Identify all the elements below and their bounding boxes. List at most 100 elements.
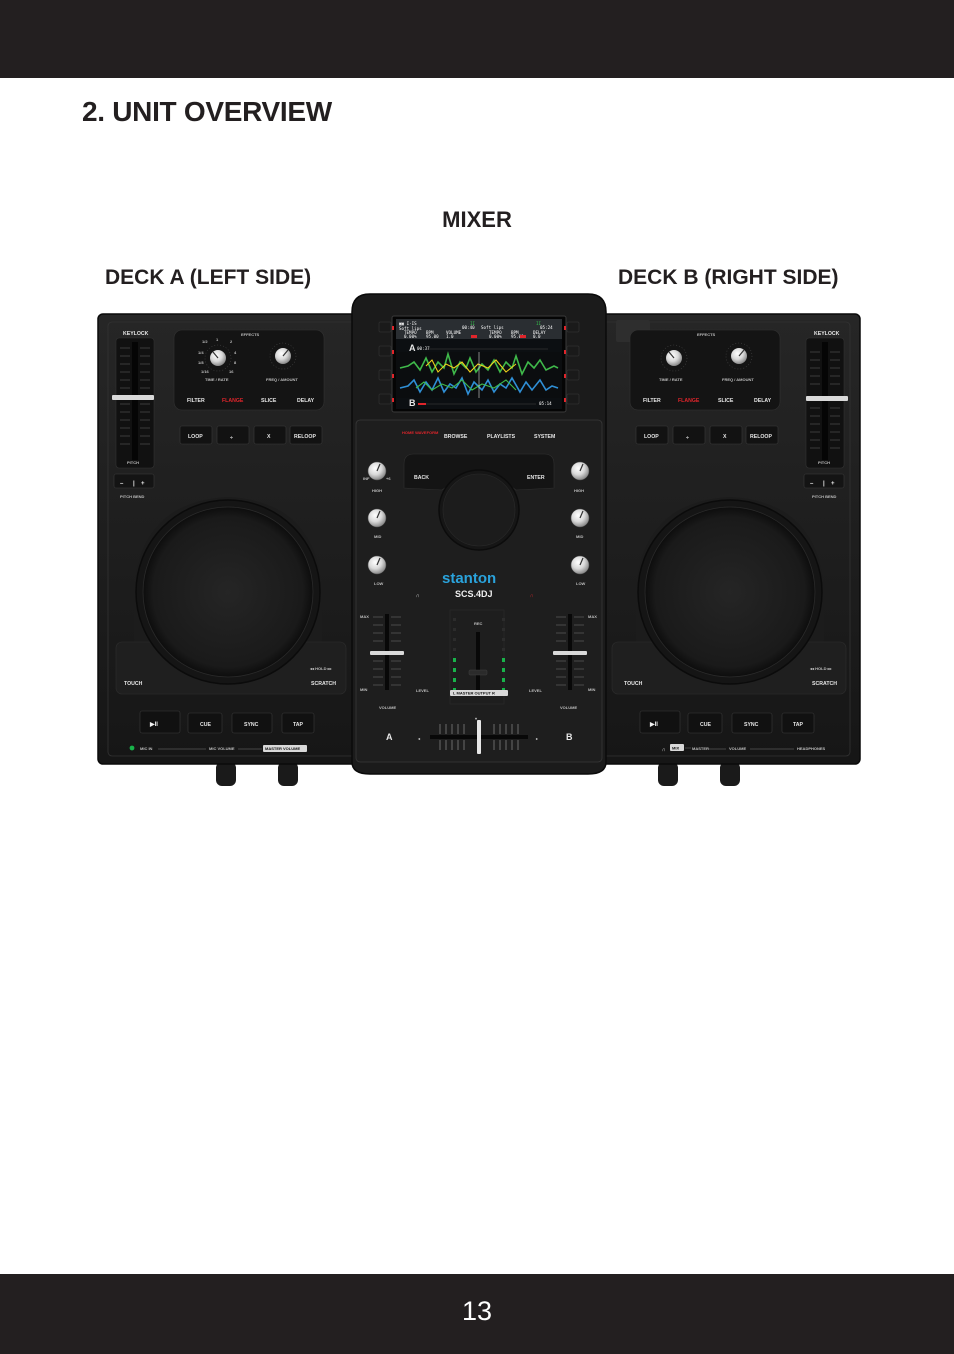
svg-text:16: 16 (229, 369, 234, 374)
time-rate-knob[interactable] (660, 344, 688, 372)
scratch-label: SCRATCH (311, 681, 336, 687)
eq-knobs-b[interactable] (570, 461, 590, 575)
playlists-button[interactable]: PLAYLISTS (487, 434, 516, 440)
reloop-button[interactable] (745, 425, 779, 445)
hold-label: ◂◂ HOLD ▸▸ (309, 666, 333, 671)
svg-text:TEMPO: TEMPO (404, 330, 417, 335)
svg-text:|: | (823, 481, 825, 487)
headphone-icon: ∩ (662, 747, 666, 753)
play-pause-button[interactable] (139, 710, 181, 734)
svg-text:95.00: 95.00 (426, 334, 439, 339)
svg-text:1/8: 1/8 (198, 360, 204, 365)
home-waveform-button[interactable]: HOME WAVEFORM (402, 430, 439, 435)
pitch-bend-plus[interactable]: + (831, 481, 835, 487)
screen-track-b: Soft lips (481, 325, 504, 330)
svg-text:MID: MID (576, 534, 583, 539)
screen-deck-b-tag: B (409, 398, 416, 408)
channel-fader-b[interactable] (553, 651, 587, 655)
reloop-button[interactable] (289, 425, 323, 445)
svg-text:CUE: CUE (700, 722, 711, 728)
svg-text:1: 1 (216, 337, 219, 342)
loop-double-button[interactable] (709, 425, 743, 445)
pitch-bend-label: PITCH BEND (120, 494, 145, 499)
svg-text:RELOOP: RELOOP (750, 434, 772, 440)
pitch-bend-plus[interactable]: + (141, 481, 145, 487)
crossfader[interactable] (477, 720, 481, 754)
tap-button[interactable] (281, 712, 315, 734)
svg-text:HIGH: HIGH (574, 488, 584, 493)
pitch-bend-minus[interactable]: – (120, 481, 124, 487)
headphone-cue-a-icon[interactable]: ∩ (416, 593, 420, 599)
headphone-cue-b-icon[interactable]: ∩ (530, 593, 534, 599)
enter-button[interactable]: ENTER (527, 475, 545, 481)
time-rate-knob[interactable] (204, 344, 232, 372)
freq-amount-knob[interactable] (269, 342, 297, 370)
eq-knobs-a[interactable] (367, 461, 387, 575)
loop-halve-button[interactable] (216, 425, 250, 445)
loop-button[interactable] (635, 425, 669, 445)
cue-mix-label: MIX (672, 746, 679, 751)
svg-text:MID: MID (374, 534, 381, 539)
pitch-scale (120, 347, 150, 445)
play-pause-button[interactable] (639, 710, 681, 734)
screen-side-buttons[interactable] (378, 321, 580, 405)
loop-halve-button[interactable] (672, 425, 706, 445)
keylock-label: KEYLOCK (123, 331, 149, 337)
dj-controller-illustration: KEYLOCK PITCH – | + PITCH BEND EFFECTS 1… (96, 292, 862, 792)
svg-text:BPM: BPM (511, 330, 519, 335)
touch-label: TOUCH (624, 681, 643, 687)
svg-text:LOOP: LOOP (644, 434, 659, 440)
pitch-fader-cap[interactable] (112, 395, 154, 400)
jog-platter[interactable] (644, 506, 816, 678)
foot (720, 762, 740, 786)
freq-amount-knob[interactable] (725, 342, 753, 370)
sync-button[interactable] (231, 712, 273, 734)
headphone-volume-label: VOLUME (729, 746, 746, 751)
mic-led (129, 745, 135, 751)
svg-text:CUE: CUE (200, 722, 211, 728)
svg-text:4: 4 (234, 350, 237, 355)
time-rate-label: TIME / RATE (205, 377, 229, 382)
svg-text:DELAY: DELAY (533, 330, 546, 335)
cue-button[interactable] (187, 712, 223, 734)
loop-button[interactable] (179, 425, 213, 445)
browse-button[interactable]: BROWSE (444, 434, 468, 440)
fx-flange-button[interactable]: FLANGE (222, 398, 244, 404)
header-band (0, 0, 954, 78)
cue-master-label: MASTER (692, 746, 709, 751)
svg-text:RELOOP: RELOOP (294, 434, 316, 440)
fx-flange-button[interactable]: FLANGE (678, 398, 700, 404)
pitch-bend-buttons[interactable] (803, 473, 845, 489)
cue-button[interactable] (687, 712, 723, 734)
crossfader-scale (439, 724, 519, 750)
rec-button[interactable]: REC (474, 621, 483, 626)
pitch-fader-cap[interactable] (806, 396, 848, 401)
back-button[interactable]: BACK (414, 475, 429, 481)
svg-text:INF: INF (363, 476, 370, 481)
svg-text:95.00: 95.00 (511, 334, 524, 339)
svg-text:▾: ▾ (474, 716, 478, 721)
fx-delay-button[interactable]: DELAY (754, 398, 772, 404)
pitch-bend-minus[interactable]: – (810, 481, 814, 487)
fx-delay-button[interactable]: DELAY (297, 398, 315, 404)
system-button[interactable]: SYSTEM (534, 434, 555, 440)
svg-text:LOW: LOW (374, 581, 384, 586)
fx-slice-button[interactable]: SLICE (718, 398, 734, 404)
svg-text:TAP: TAP (793, 722, 804, 728)
jog-platter[interactable] (142, 506, 314, 678)
fx-slice-button[interactable]: SLICE (261, 398, 277, 404)
foot (216, 762, 236, 786)
mixer-label: MIXER (442, 207, 512, 232)
time-rate-label: TIME / RATE (659, 377, 683, 382)
svg-text:X: X (267, 434, 271, 440)
fx-filter-button[interactable]: FILTER (643, 398, 661, 404)
loop-double-button[interactable] (253, 425, 287, 445)
svg-text:VOLUME: VOLUME (379, 705, 396, 710)
pitch-bend-buttons[interactable] (113, 473, 155, 489)
freq-amount-label: FREQ / AMOUNT (266, 377, 298, 382)
sync-button[interactable] (731, 712, 773, 734)
tap-button[interactable] (781, 712, 815, 734)
fx-filter-button[interactable]: FILTER (187, 398, 205, 404)
svg-text:MAX: MAX (588, 614, 597, 619)
channel-fader-a[interactable] (370, 651, 404, 655)
